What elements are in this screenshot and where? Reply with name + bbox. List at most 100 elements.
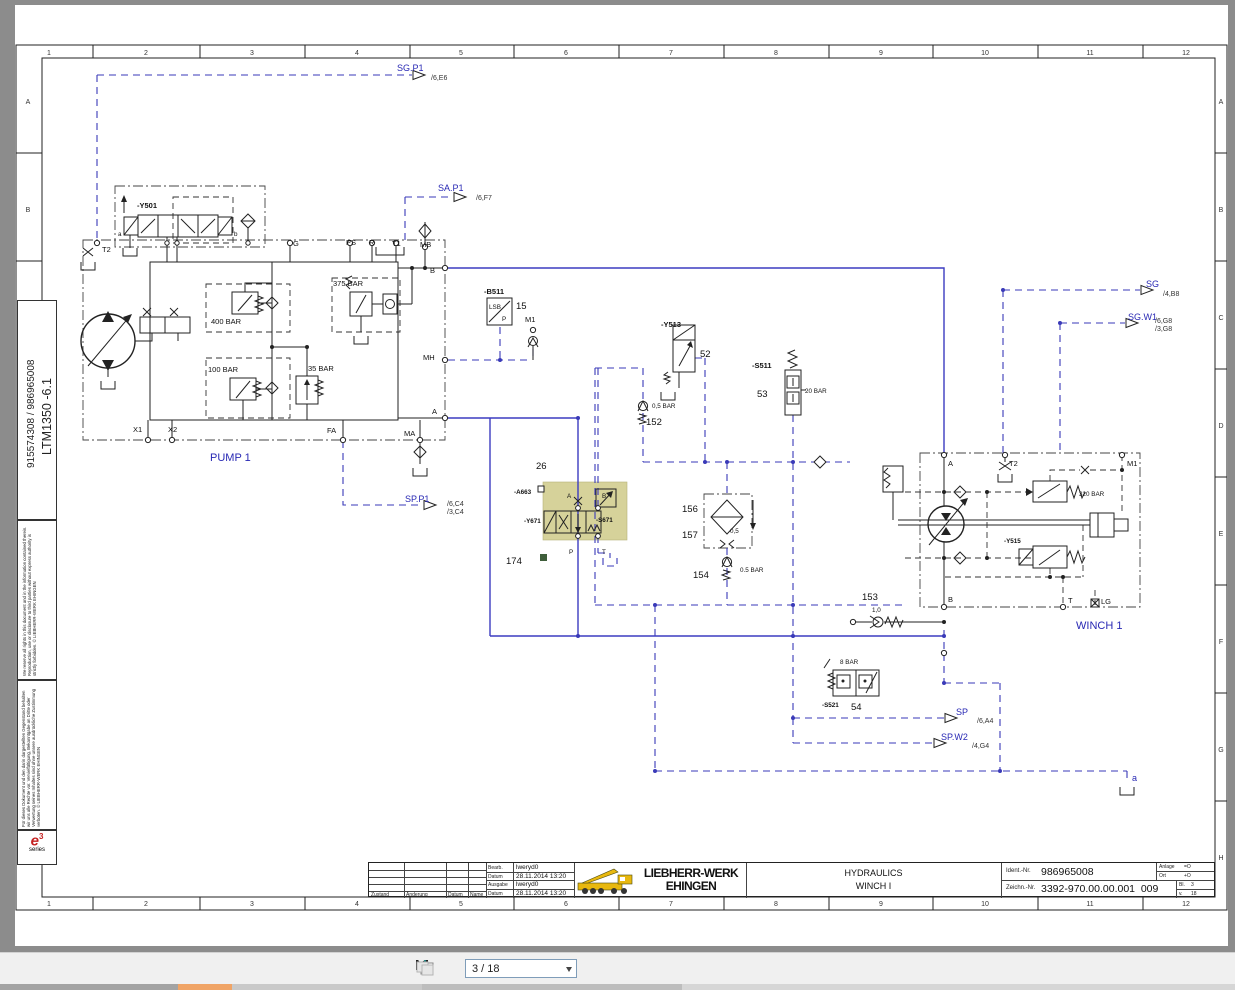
grid-row: H: [1218, 855, 1223, 862]
grid-col: 7: [669, 50, 673, 57]
label-sa-p1: SA.P1: [438, 183, 464, 193]
label-05bar: 0,5 BAR: [652, 403, 676, 410]
port-a-pump: A: [432, 407, 437, 416]
rev-header-datum: Datum: [448, 892, 463, 898]
grid-row: A: [1219, 99, 1224, 106]
port-ps: PS: [346, 238, 356, 247]
title-block: Zustand Änderung Datum Name Bearb. lwery…: [368, 862, 1215, 898]
grid-row: B: [1219, 207, 1224, 214]
port-t2-pump: T2: [102, 245, 111, 254]
label-153: 153: [862, 592, 878, 603]
strip-segment: [682, 984, 1235, 990]
grid-col: 2: [144, 50, 148, 57]
fit-page-button[interactable]: [417, 960, 660, 978]
main-blue-lines: [447, 267, 945, 637]
grid-col: 9: [879, 901, 883, 908]
legal-text-de: Für dieses Dokument und den darin darges…: [21, 688, 41, 827]
grid-col: 5: [459, 50, 463, 57]
bearb-label: Bearb.: [488, 865, 503, 871]
bearb-value: lweryd0: [516, 864, 539, 871]
two-page-view-button[interactable]: [416, 960, 685, 978]
model-number: LTM1350 -6.1: [40, 378, 54, 455]
doc-title-line2: WINCH I: [855, 881, 892, 891]
grid-col: 8: [774, 50, 778, 57]
blatt-label: Bl.: [1179, 882, 1185, 888]
port-mb: MB: [420, 240, 431, 249]
label-lsb: LSB: [489, 304, 501, 311]
serial-numbers: 915574308 / 986965008: [26, 359, 37, 468]
label-05: 0,5: [730, 528, 739, 535]
label-a-connector: a: [1132, 773, 1137, 783]
bottom-scroll-strip[interactable]: [0, 984, 1235, 990]
port-b-pump: B: [430, 266, 435, 275]
port-t1: T1: [392, 239, 401, 248]
grid-col: 4: [355, 50, 359, 57]
von-value: 18: [1191, 891, 1197, 897]
label-sp-w2: SP.W2: [941, 732, 968, 742]
label-winch1: WINCH 1: [1076, 620, 1122, 632]
valve-s521: [823, 658, 880, 697]
ref-sg: /4,B8: [1163, 291, 1179, 298]
grid-row: D: [1218, 423, 1223, 430]
grid-row: G: [1218, 747, 1223, 754]
rev-header-name: Name: [470, 892, 484, 898]
von-label: v.: [1179, 891, 1183, 897]
document-page: [15, 5, 1228, 946]
label-26: 26: [536, 461, 547, 472]
two-page-view-icon: [416, 961, 434, 976]
label-y671: -Y671: [524, 518, 541, 525]
label-52: 52: [700, 349, 711, 360]
strip-segment: [422, 984, 682, 990]
grid-row: E: [1219, 531, 1224, 538]
port-ma: MA: [404, 429, 415, 438]
dashed-boxes: [172, 196, 401, 419]
label-lsb-p: P: [502, 316, 506, 323]
port-x1: X1: [133, 425, 142, 434]
port-t2-winch: T2: [1009, 459, 1018, 468]
label-s671: -S671: [596, 517, 613, 524]
datum1-label: Datum: [488, 874, 503, 880]
datum2-value: 28.11.2014 13:20: [516, 890, 567, 897]
pilot-lines: [96, 74, 1140, 783]
company-name-line2: EHINGEN: [665, 879, 717, 893]
e3-logo-e: e: [30, 832, 39, 850]
company-name-line1: LIEBHERR-WERK: [643, 866, 739, 880]
last-page-button[interactable]: [416, 960, 627, 978]
ort-label: Ort: [1159, 873, 1166, 879]
doc-title-line1: HYDRAULICS: [844, 868, 903, 878]
label-sg: SG: [1146, 279, 1159, 289]
flow-taps: [813, 455, 967, 565]
page-number-combobox[interactable]: 3 / 18: [465, 959, 577, 978]
pump-block: [80, 195, 443, 477]
next-page-button[interactable]: [417, 960, 602, 978]
e3-series-logo: e3 series: [17, 830, 57, 865]
label-y515: -Y515: [1004, 538, 1021, 545]
blatt-value: 3: [1191, 882, 1194, 888]
grid-col: 1: [47, 50, 51, 57]
strip-segment: [0, 984, 178, 990]
rev-header-zustand: Zustand: [371, 892, 390, 898]
grid-col: 7: [669, 901, 673, 908]
port-b-winch: B: [948, 595, 953, 604]
datum1-value: 28.11.2014 13:20: [516, 873, 567, 880]
schematic-labels: SG.P1 /6,E6 SA.P1 /6,F7 SG /4,B8 SG.W1 /…: [102, 63, 1179, 783]
combobox-dropdown-icon[interactable]: [566, 967, 572, 972]
label-35bar: 35 BAR: [308, 364, 334, 373]
port-x2: X2: [168, 425, 177, 434]
viewer-toolbar: 3 / 18: [0, 952, 1235, 985]
previous-page-button[interactable]: [417, 960, 460, 978]
anlage-label: Anlage: [1159, 864, 1175, 870]
label-sg-w1: SG.W1: [1128, 312, 1157, 322]
ref-sg-p1: /6,E6: [431, 75, 447, 82]
strip-orange-segment: [178, 984, 232, 990]
port-fa: FA: [327, 426, 336, 435]
label-15: 15: [516, 301, 527, 312]
label-s521: -S521: [822, 702, 839, 709]
grid-col: 2: [144, 901, 148, 908]
check-valve-153: [849, 615, 944, 629]
grid-col: 8: [774, 901, 778, 908]
grid-row: F: [1219, 639, 1223, 646]
port-a-671: A: [567, 493, 572, 500]
grid-col: 6: [564, 50, 568, 57]
zeichn-label: Zeichn.-Nr.: [1006, 885, 1036, 891]
